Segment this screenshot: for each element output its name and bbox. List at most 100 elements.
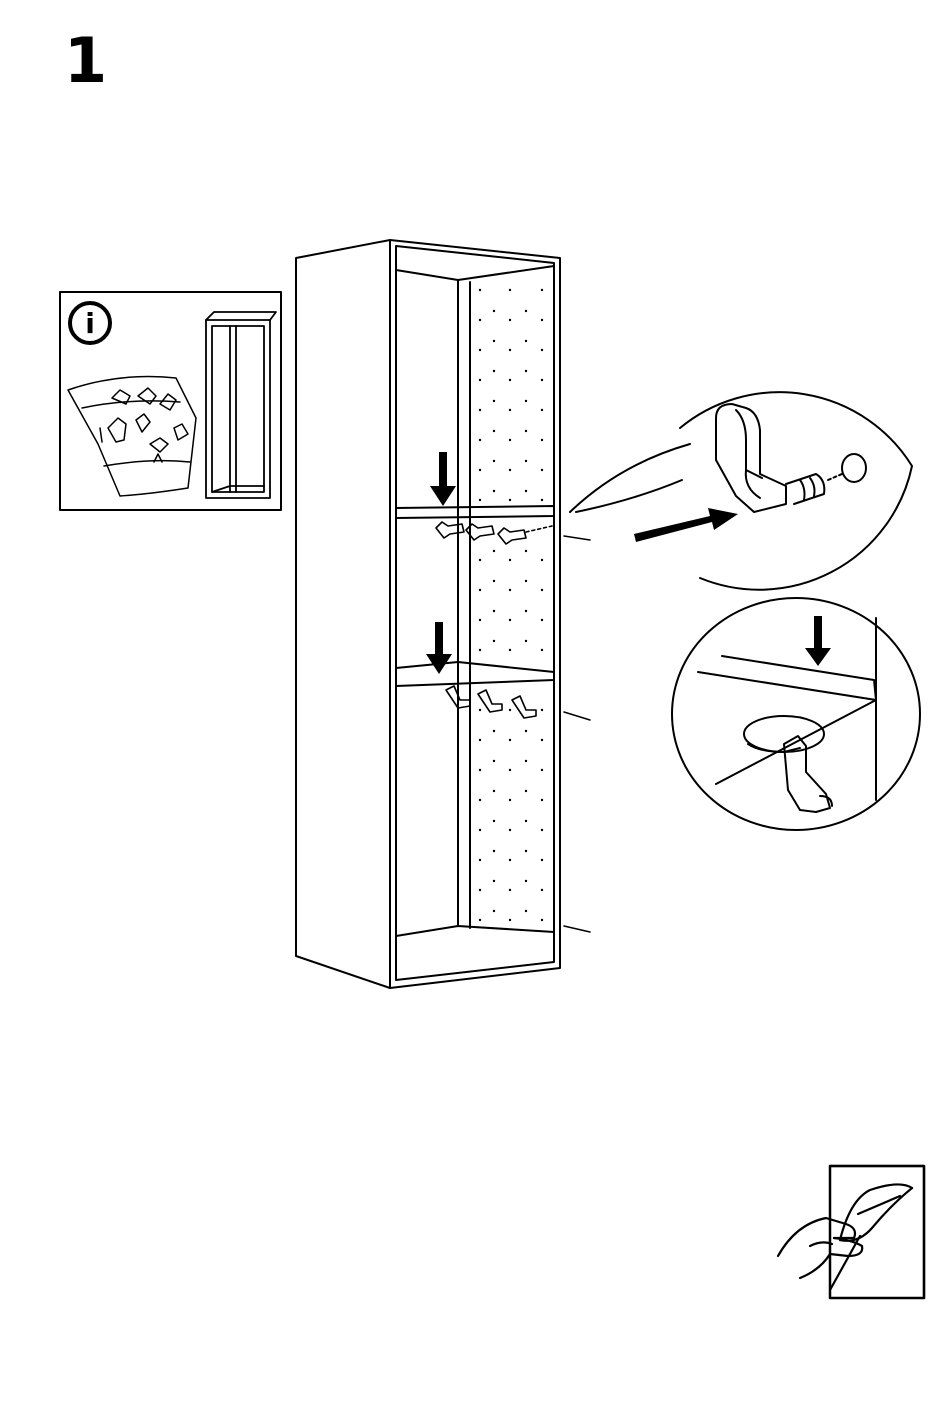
peg-hole (493, 550, 495, 552)
peg-hole (541, 829, 543, 831)
peg-hole (493, 820, 495, 822)
peg-hole (493, 490, 495, 492)
peg-hole (493, 370, 495, 372)
peg-hole (493, 910, 495, 912)
peg-hole (479, 499, 481, 501)
peg-hole (541, 589, 543, 591)
peg-hole (479, 289, 481, 291)
peg-hole (479, 919, 481, 921)
peg-hole (525, 400, 527, 402)
peg-hole (525, 640, 527, 642)
peg-hole (509, 829, 511, 831)
peg-hole (479, 619, 481, 621)
info-panel: i (60, 292, 281, 510)
peg-hole (541, 469, 543, 471)
peg-hole (525, 550, 527, 552)
peg-hole (479, 889, 481, 891)
peg-hole (493, 640, 495, 642)
peg-hole (509, 919, 511, 921)
peg-hole (525, 340, 527, 342)
peg-hole (525, 850, 527, 852)
peg-hole (541, 289, 543, 291)
peg-hole (525, 310, 527, 312)
leader-lines (564, 536, 590, 932)
peg-hole (479, 439, 481, 441)
peg-hole (479, 649, 481, 651)
peg-hole (541, 379, 543, 381)
peg-hole (541, 889, 543, 891)
peg-hole (493, 340, 495, 342)
peg-hole (525, 820, 527, 822)
peg-hole (509, 799, 511, 801)
peg-hole (525, 460, 527, 462)
shelf-support-detail (570, 392, 912, 590)
shelf-placement-detail (672, 598, 920, 830)
peg-hole (541, 619, 543, 621)
peg-hole (541, 739, 543, 741)
peg-hole (509, 499, 511, 501)
peg-hole (541, 409, 543, 411)
peg-hole (493, 430, 495, 432)
peg-hole (479, 589, 481, 591)
peg-hole (541, 559, 543, 561)
peg-hole (509, 769, 511, 771)
peg-hole (479, 769, 481, 771)
peg-hole (541, 799, 543, 801)
peg-hole (509, 589, 511, 591)
shelf-peg-holes (479, 289, 543, 921)
peg-hole (509, 559, 511, 561)
peg-hole (493, 790, 495, 792)
shelf-supports-lower (446, 686, 536, 718)
peg-hole (493, 460, 495, 462)
peg-hole (479, 559, 481, 561)
peg-hole (509, 469, 511, 471)
down-arrow-icon (426, 622, 452, 674)
peg-hole (479, 409, 481, 411)
hardware-bag-icon (68, 377, 196, 497)
peg-hole (479, 319, 481, 321)
peg-hole (493, 580, 495, 582)
peg-hole (541, 649, 543, 651)
peg-hole (541, 499, 543, 501)
down-arrow-icon (430, 452, 456, 506)
peg-hole (509, 889, 511, 891)
peg-hole (493, 850, 495, 852)
peg-hole (479, 739, 481, 741)
peg-hole (525, 730, 527, 732)
shelf-supports-upper (436, 522, 552, 544)
peg-hole (525, 580, 527, 582)
turn-page-icon (778, 1166, 924, 1298)
peg-hole (525, 610, 527, 612)
peg-hole (493, 760, 495, 762)
peg-hole (525, 880, 527, 882)
peg-hole (493, 400, 495, 402)
peg-hole (479, 349, 481, 351)
peg-hole (541, 769, 543, 771)
peg-hole (541, 439, 543, 441)
cabinet-thumbnail (206, 312, 276, 498)
peg-hole (509, 619, 511, 621)
peg-hole (509, 409, 511, 411)
peg-hole (525, 430, 527, 432)
info-icon: i (70, 303, 110, 343)
peg-hole (541, 349, 543, 351)
info-letter: i (85, 307, 95, 340)
peg-hole (493, 730, 495, 732)
peg-hole (509, 289, 511, 291)
peg-hole (493, 310, 495, 312)
peg-hole (541, 859, 543, 861)
peg-hole (479, 709, 481, 711)
peg-hole (493, 880, 495, 882)
peg-hole (479, 799, 481, 801)
peg-hole (509, 739, 511, 741)
peg-hole (509, 439, 511, 441)
peg-hole (509, 859, 511, 861)
peg-hole (525, 910, 527, 912)
peg-hole (541, 919, 543, 921)
peg-hole (525, 370, 527, 372)
peg-hole (541, 319, 543, 321)
peg-hole (509, 649, 511, 651)
peg-hole (509, 319, 511, 321)
peg-hole (509, 709, 511, 711)
